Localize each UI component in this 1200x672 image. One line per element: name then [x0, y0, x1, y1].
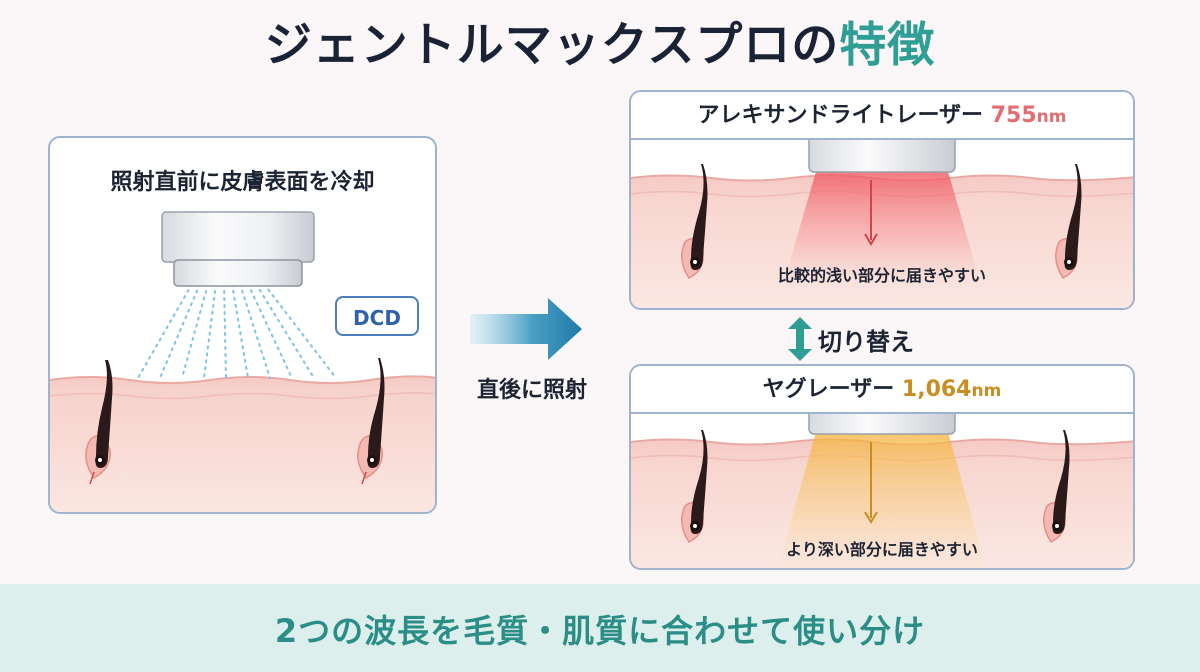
alexandrite-header: アレキサンドライトレーザー 755nm: [631, 92, 1133, 140]
alexandrite-note: 比較的浅い部分に届きやすい: [777, 266, 986, 285]
alexandrite-panel: アレキサンドライトレーザー 755nm 比較的浅い部分に届きやすい: [629, 90, 1135, 310]
cooling-caption: 照射直前に皮膚表面を冷却: [110, 170, 375, 195]
skin-layer-line: [50, 392, 435, 400]
yag-illustration: [631, 405, 1133, 568]
alexandrite-illustration: [631, 131, 1133, 308]
dcd-badge: DCD: [335, 296, 419, 336]
dcd-illustration: [50, 211, 435, 512]
alexandrite-unit: nm: [1036, 107, 1067, 127]
dcd-cooling-panel: 照射直前に皮膚表面を冷却 DCD: [48, 136, 437, 514]
hair-follicle-left: [681, 164, 708, 279]
switch-label: 切り替え: [818, 328, 914, 356]
irradiate-label: 直後に照射: [476, 378, 587, 403]
yag-note: より深い部分に届きやすい: [786, 540, 978, 559]
alexandrite-title: アレキサンドライトレーザー: [697, 103, 984, 128]
hair-follicle-left: [681, 430, 708, 543]
yag-wavelength: 1,064: [901, 377, 972, 402]
title-main: ジェントルマックスプロの: [264, 18, 840, 73]
yag-title: ヤグレーザー: [762, 377, 895, 402]
yag-header: ヤグレーザー 1,064nm: [631, 366, 1133, 414]
depth-arrow: [864, 442, 878, 524]
yag-unit: nm: [971, 381, 1002, 401]
footer-text: 2つの波長を毛質・肌質に合わせて使い分け: [274, 612, 926, 650]
skin-surface: [50, 376, 435, 512]
arrow-right-icon: [470, 298, 582, 360]
skin-surface-line: [50, 375, 435, 384]
hair-follicle-right: [1043, 430, 1070, 543]
red-laser-beam: [781, 168, 983, 292]
title-accent: 特徴: [839, 18, 936, 73]
footer-banner: 2つの波長を毛質・肌質に合わせて使い分け: [0, 584, 1200, 672]
gold-laser-beam: [778, 428, 986, 568]
page-title: ジェントルマックスプロの特徴: [0, 6, 1200, 75]
laser-handpiece: [161, 211, 315, 287]
alexandrite-wavelength: 755: [990, 103, 1037, 128]
depth-arrow: [864, 180, 878, 246]
hair-follicle-left: [85, 360, 113, 485]
hair-follicle-right: [1055, 164, 1082, 279]
yag-panel: ヤグレーザー 1,064nm より深い部分に届きやすい: [629, 364, 1135, 570]
cooling-spray: [137, 283, 337, 379]
double-arrow-vertical-icon: [788, 317, 812, 361]
hair-follicle-right: [357, 358, 385, 485]
